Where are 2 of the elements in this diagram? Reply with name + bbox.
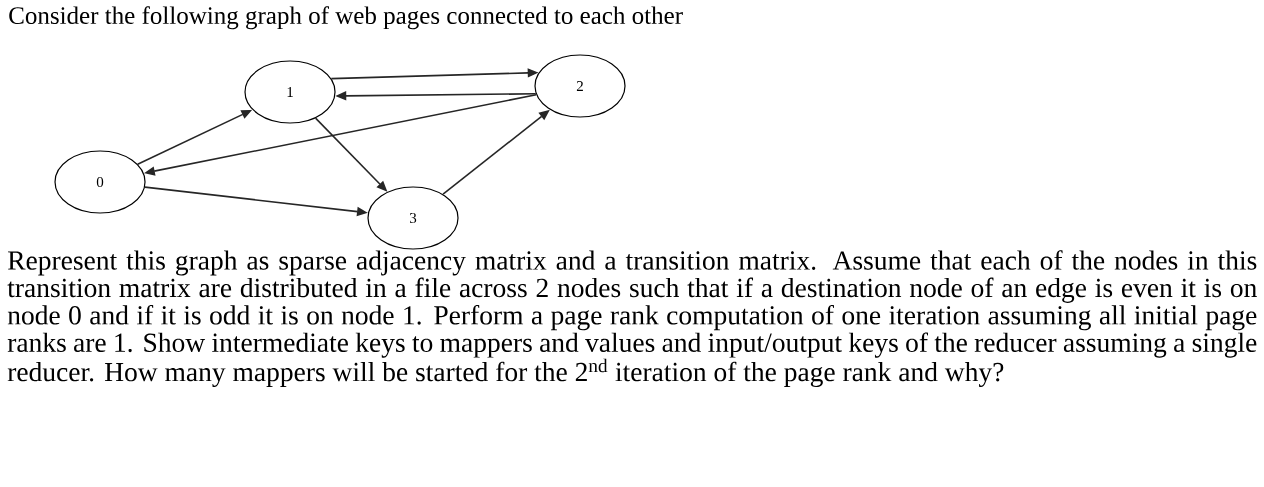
- paragraph: Represent this graph as sparse adjacency matrix and a transition matrix. Assume that each of the nodes in this transition matrix are distributed in a file across 2 nodes such that if a destination node of an edge is even it is on node 0 and if it is odd it is on node 1. Perform a page rank computation of one iteration assuming all initial page ranks are 1. Show intermediate keys to mappers and values and input/output keys of the reducer assuming a single reducer. How many mappers will be started for the 2$^{nd}$ iteration of the page rank and why?: [7, 250, 1257, 387]
- heading: Consider the following graph of web pages connected to each other: [9, 6, 683, 30]
